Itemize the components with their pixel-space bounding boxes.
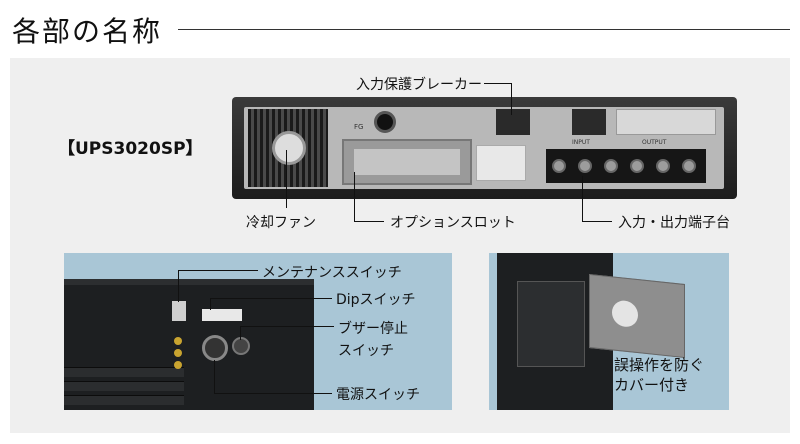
power-switch-callout: 電源スイッチ (336, 387, 420, 403)
status-led (174, 361, 182, 369)
fan-hub (272, 131, 306, 165)
front-top-edge (64, 279, 314, 289)
terminal-screw (552, 159, 566, 173)
breaker-callout: 入力保護ブレーカー (356, 77, 482, 93)
page-title: 各部の名称 (12, 15, 163, 48)
buzzer-callout-line2: スイッチ (338, 343, 394, 359)
status-led (174, 337, 182, 345)
model-label: 【UPS3020SP】 (58, 139, 203, 159)
terminal-screw (630, 159, 644, 173)
terminal-leader-v (582, 176, 583, 222)
buzzer-leader-v (240, 326, 241, 340)
fan-leader (286, 150, 287, 208)
cooling-fan (248, 109, 328, 187)
protective-cover (589, 273, 685, 359)
cover-hole (612, 299, 638, 329)
rating-plate (616, 109, 716, 135)
dip-leader-v (210, 298, 211, 310)
terminal-screw (682, 159, 696, 173)
dip-switch-callout: Dipスイッチ (336, 292, 416, 308)
input-protection-breaker (496, 109, 530, 135)
front-panel-photo (64, 253, 452, 410)
fg-text: FG (354, 123, 364, 131)
rear-panel: FG INPUT OUTPUT (244, 107, 724, 189)
fan-callout: 冷却ファン (246, 215, 316, 231)
breaker-leader-h (484, 83, 512, 84)
terminal-screw (578, 159, 592, 173)
maintenance-leader-h (178, 270, 258, 271)
input-print: INPUT (572, 139, 590, 146)
power-leader-v (214, 360, 215, 393)
secondary-breaker (572, 109, 606, 135)
buzzer-callout-line1: ブザー停止 (338, 321, 408, 337)
output-print: OUTPUT (642, 139, 667, 146)
buzzer-stop-knob (232, 337, 250, 355)
option-slot-leader-v (354, 172, 355, 222)
fg-terminal-knob (374, 111, 396, 133)
terminal-screw (604, 159, 618, 173)
vent-slot (64, 381, 184, 391)
breaker-leader-v (511, 83, 512, 115)
terminal-screw (656, 159, 670, 173)
title-divider (178, 29, 790, 30)
ups-rear-view: FG INPUT OUTPUT (232, 97, 737, 199)
terminal-leader-h (582, 221, 612, 222)
buzzer-leader-h (240, 326, 334, 327)
cover-photo (489, 253, 729, 410)
cover-callout: 誤操作を防ぐ カバー付き (614, 355, 704, 395)
vent-slot (64, 367, 184, 377)
option-slot-cover (354, 149, 460, 175)
cover-callout-line1: 誤操作を防ぐ (614, 356, 705, 374)
switch-recess (517, 281, 585, 367)
vent-slot (64, 395, 184, 405)
status-led (174, 349, 182, 357)
dip-switch-block (202, 309, 242, 321)
maintenance-leader-v (178, 270, 179, 302)
cover-callout-line2: カバー付き (614, 376, 690, 394)
option-slot-leader-h (354, 221, 384, 222)
power-switch-knob (202, 335, 228, 361)
front-panel (64, 285, 314, 410)
option-slot-callout: オプションスロット (390, 215, 516, 231)
maintenance-switch-callout: メンテナンススイッチ (262, 265, 402, 281)
option-slot (342, 139, 472, 185)
power-leader-h (214, 393, 332, 394)
maintenance-switch (172, 301, 186, 321)
dip-leader-h (210, 298, 332, 299)
rear-label-plate (476, 145, 526, 181)
terminal-callout: 入力・出力端子台 (618, 215, 730, 231)
terminal-block (546, 149, 706, 183)
